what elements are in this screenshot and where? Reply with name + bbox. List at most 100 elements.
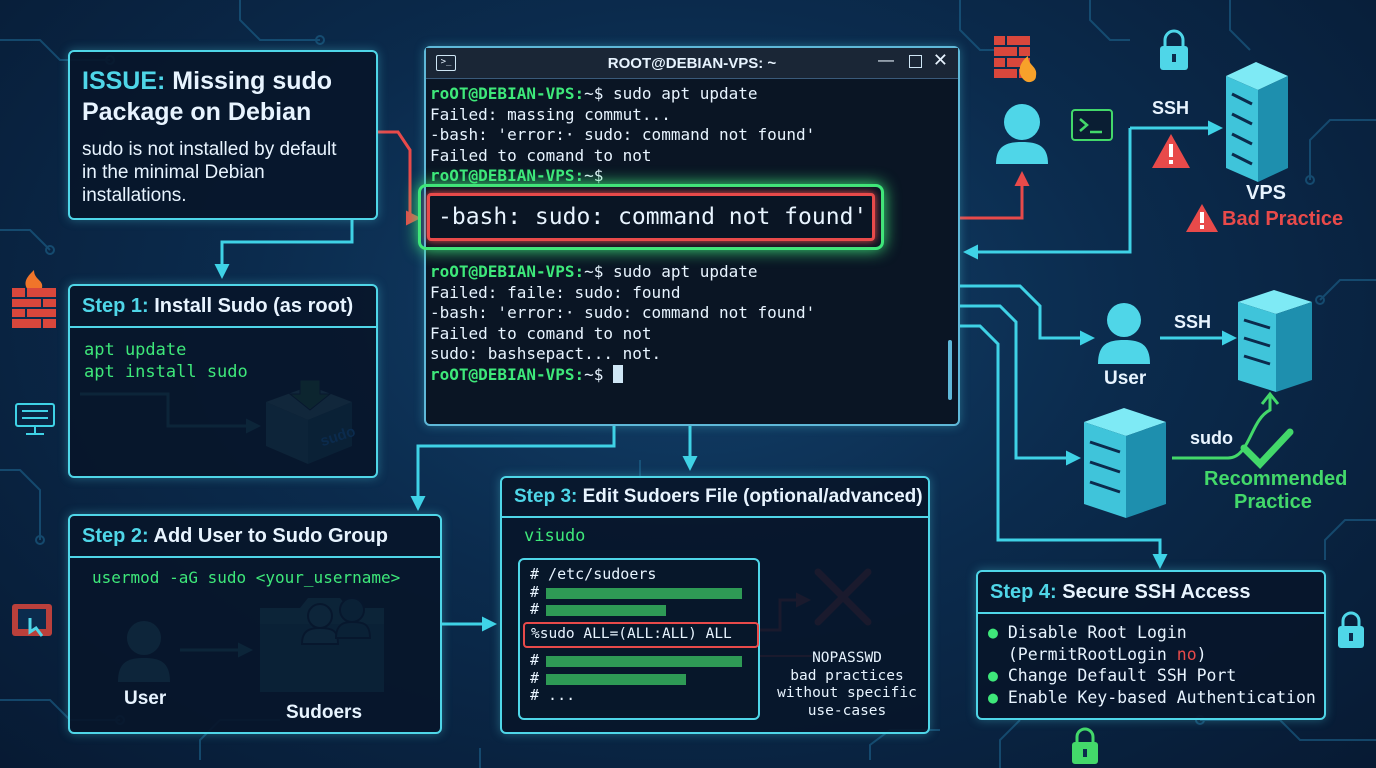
terminal-prompt: roOT@DEBIAN-VPS:	[430, 262, 585, 281]
maximize-icon[interactable]	[909, 55, 922, 68]
lock-icon	[1072, 727, 1098, 764]
sudoers-content-bar	[546, 673, 686, 685]
recommended-label-1: Recommended	[1204, 468, 1348, 490]
step1-panel: Step 1: Install Sudo (as root) apt updat…	[68, 284, 378, 478]
sudoers-content-bar	[546, 656, 742, 667]
sudo-box-label: sudo	[318, 422, 358, 451]
step1-code-2: apt install sudo	[84, 362, 248, 382]
user-icon	[1098, 303, 1150, 364]
step4-number: Step 4:	[990, 581, 1057, 603]
step4-item-tail: )	[1196, 644, 1207, 664]
sudoers-comment: # ...	[530, 686, 576, 704]
terminal-scrollbar[interactable]	[948, 340, 952, 400]
terminal-prompt-suffix: ~$	[584, 166, 614, 185]
server-icon	[1084, 408, 1166, 518]
user-icon	[996, 104, 1048, 164]
sudoers-comment: #	[530, 668, 540, 687]
warning-icon	[1186, 204, 1218, 232]
sudoers-rule-line[interactable]: %sudo ALL=(ALL:ALL) ALL	[523, 622, 759, 648]
sudoers-file-line: #	[530, 668, 686, 688]
terminal-output: -bash: 'error:· sudo: command not found'	[430, 125, 816, 144]
sudoers-file-editor: # /etc/sudoers## %sudo ALL=(ALL:ALL) ALL…	[518, 558, 760, 720]
sudoers-file-line: # ...	[530, 686, 576, 705]
step1-code-1: apt update	[84, 340, 187, 360]
sudoers-comment: #	[530, 651, 540, 669]
arrow-terminal-to-user	[958, 284, 1095, 346]
step2-header: Step 2: Add User to Sudo Group	[70, 516, 440, 558]
step4-indent	[988, 645, 1008, 664]
step3-panel: Step 3: Edit Sudoers File (optional/adva…	[500, 476, 930, 734]
nopasswd-note-line: bad practices	[790, 667, 904, 684]
bullet-icon: ●	[988, 687, 1008, 707]
vps-label: VPS	[1246, 182, 1287, 204]
step4-header: Step 4: Secure SSH Access	[978, 572, 1324, 614]
terminal-prompt: roOT@DEBIAN-VPS:	[430, 166, 585, 185]
ssh-label-top: SSH	[1152, 98, 1190, 118]
bad-practice-label: Bad Practice	[1222, 208, 1344, 230]
step1-number: Step 1:	[82, 295, 149, 317]
sudoers-file-line: #	[530, 651, 742, 670]
step3-command: visudo	[524, 526, 586, 546]
bullet-icon: ●	[988, 623, 1008, 642]
close-icon[interactable]: ✕	[932, 50, 948, 70]
issue-description: sudo is not installed by default in the …	[82, 139, 337, 206]
terminal-command-line: roOT@DEBIAN-VPS:~$	[430, 364, 815, 386]
terminal-output-line: -bash: 'error:· sudo: command not found'	[430, 303, 815, 324]
terminal-prompt: roOT@DEBIAN-VPS:	[430, 84, 585, 103]
step4-panel: Step 4: Secure SSH Access ● Disable Root…	[976, 570, 1326, 720]
step4-list-item: ● Disable Root Login	[988, 622, 1316, 644]
step2-code: usermod -aG sudo <your_username>	[92, 568, 401, 587]
step4-list-item: ● Change Default SSH Port	[988, 665, 1316, 687]
warning-icon	[1152, 134, 1190, 168]
terminal-output: sudo: bashsepact... not.	[430, 344, 662, 363]
ssh-label-mid: SSH	[1174, 312, 1212, 332]
touch-icon	[12, 604, 52, 637]
terminal-command: sudo apt update	[613, 262, 758, 281]
step4-title: Secure SSH Access	[1056, 581, 1251, 603]
terminal-output: Failed: massing commut...	[430, 104, 671, 124]
step4-item-text: Enable Key-based Authentication	[1007, 687, 1316, 707]
terminal-prompt-suffix: ~$	[584, 364, 614, 384]
lock-icon	[1338, 611, 1364, 648]
terminal-output-line: sudo: bashsepact... not.	[430, 344, 815, 365]
nopasswd-note-line: use-cases	[807, 702, 887, 719]
terminal-title: ROOT@DEBIAN-VPS: ~	[607, 55, 777, 72]
terminal-command-line: roOT@DEBIAN-VPS:~$ sudo apt update	[430, 262, 815, 283]
nopasswd-note-line: NOPASSWD	[812, 650, 882, 666]
terminal-prompt: roOT@DEBIAN-VPS:	[430, 364, 585, 384]
server-icon	[1226, 62, 1288, 182]
error-message: -bash: sudo: command not found'	[438, 204, 868, 230]
lock-icon	[1160, 29, 1188, 70]
terminal-app-icon: >_	[436, 55, 456, 71]
computer-icon	[15, 403, 55, 435]
recommended-label-2: Practice	[1234, 491, 1312, 513]
sudo-label-right: sudo	[1190, 428, 1233, 448]
step1-title: Install Sudo (as root)	[148, 295, 354, 317]
step2-panel: Step 2: Add User to Sudo Group usermod -…	[68, 514, 442, 734]
terminal-output: Failed to comand to not	[430, 323, 652, 343]
arrow-terminal-to-step2	[410, 424, 616, 511]
issue-title: ISSUE: Missing sudo Package on Debian	[82, 66, 332, 128]
firewall-icon	[994, 36, 1037, 83]
step4-list-item: (PermitRootLogin no)	[988, 644, 1316, 666]
sudoers-content-bar	[546, 605, 666, 616]
terminal-cursor	[613, 364, 624, 383]
terminal-prompt-suffix: ~$	[584, 84, 614, 103]
terminal-icon	[1071, 109, 1113, 141]
step4-list-item: ● Enable Key-based Authentication	[988, 687, 1316, 709]
terminal-prompt-suffix: ~$	[584, 262, 614, 281]
step4-item-text: Change Default SSH Port	[1007, 666, 1237, 685]
terminal-output-line: Failed: massing commut...	[430, 105, 815, 126]
step4-list: ● Disable Root Login (PermitRootLogin no…	[988, 622, 1316, 708]
sudoers-rule: %sudo ALL=(ALL:ALL) ALL	[531, 626, 732, 642]
minimize-icon[interactable]: —	[878, 52, 894, 69]
firewall-icon	[12, 270, 56, 328]
error-highlight-box: -bash: sudo: command not found'	[418, 184, 884, 250]
issue-prefix: ISSUE:	[82, 67, 166, 95]
step2-number: Step 2:	[82, 525, 149, 547]
terminal-command-line: roOT@DEBIAN-VPS:~$	[430, 166, 815, 187]
step1-header: Step 1: Install Sudo (as root)	[70, 286, 376, 328]
